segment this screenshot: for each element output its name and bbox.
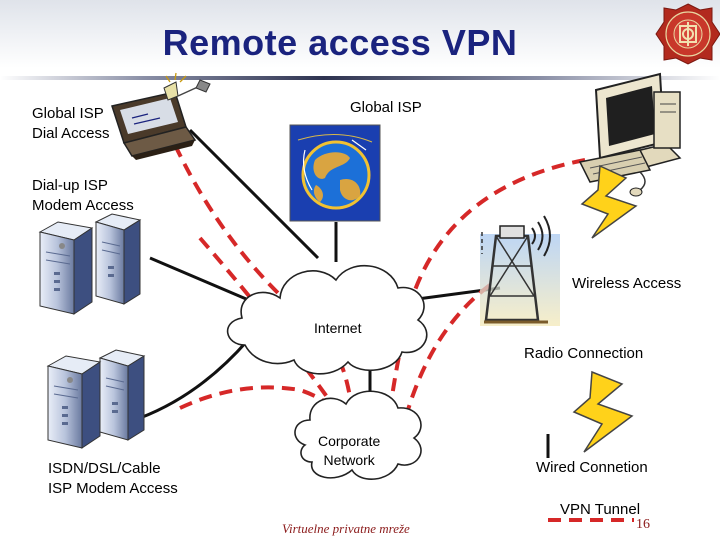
wire-server2-internet bbox=[139, 339, 250, 420]
label-global-isp-dial-access: Global ISP Dial Access bbox=[32, 104, 110, 144]
vpn-tunnel-laptop bbox=[173, 144, 354, 411]
globe-icon bbox=[289, 124, 381, 222]
label-corporate-network: Corporate Network bbox=[318, 432, 380, 470]
label-global-isp: Global ISP bbox=[350, 99, 422, 116]
title-underline bbox=[0, 76, 720, 80]
label-dialup-isp: Dial-up ISP Modem Access bbox=[32, 176, 134, 216]
page-title: Remote access VPN bbox=[162, 22, 518, 63]
label-line: Dial-up ISP bbox=[32, 177, 108, 194]
lightning-bolt-icon bbox=[572, 370, 634, 453]
title-band bbox=[0, 0, 720, 80]
label-wired-connection: Wired Connetion bbox=[536, 459, 648, 476]
label-isdn: ISDN/DSL/Cable ISP Modem Access bbox=[48, 459, 178, 499]
lightning-bolt-icon bbox=[580, 164, 638, 239]
label-wireless-access: Wireless Access bbox=[572, 275, 682, 292]
label-radio-connection: Radio Connection bbox=[524, 345, 644, 362]
label-internet: Internet bbox=[314, 320, 362, 336]
wire-laptop-internet bbox=[188, 128, 320, 260]
label-line: Global ISP bbox=[32, 105, 104, 122]
radio-tower-icon bbox=[480, 215, 560, 326]
cloud-icon bbox=[226, 265, 428, 375]
vpn-tunnel-desktop bbox=[388, 158, 586, 411]
laptop-icon bbox=[111, 72, 211, 160]
university-seal-icon bbox=[655, 3, 720, 65]
label-vpn-tunnel: VPN Tunnel bbox=[560, 501, 641, 518]
label-line: ISP Modem Access bbox=[48, 480, 178, 497]
server-tower-icon bbox=[38, 213, 142, 315]
label-line: Dial Access bbox=[32, 125, 110, 142]
label-line: ISDN/DSL/Cable bbox=[48, 460, 161, 477]
cloud-icon bbox=[294, 390, 422, 480]
desktop-computer-icon bbox=[578, 72, 682, 197]
label-line: Network bbox=[323, 452, 375, 468]
label-line: Corporate bbox=[318, 433, 381, 449]
page-number: 16 bbox=[636, 517, 650, 532]
label-line: Modem Access bbox=[32, 197, 134, 214]
server-tower-icon bbox=[46, 349, 146, 449]
footer-text: Virtuelne privatne mreže bbox=[282, 521, 410, 536]
